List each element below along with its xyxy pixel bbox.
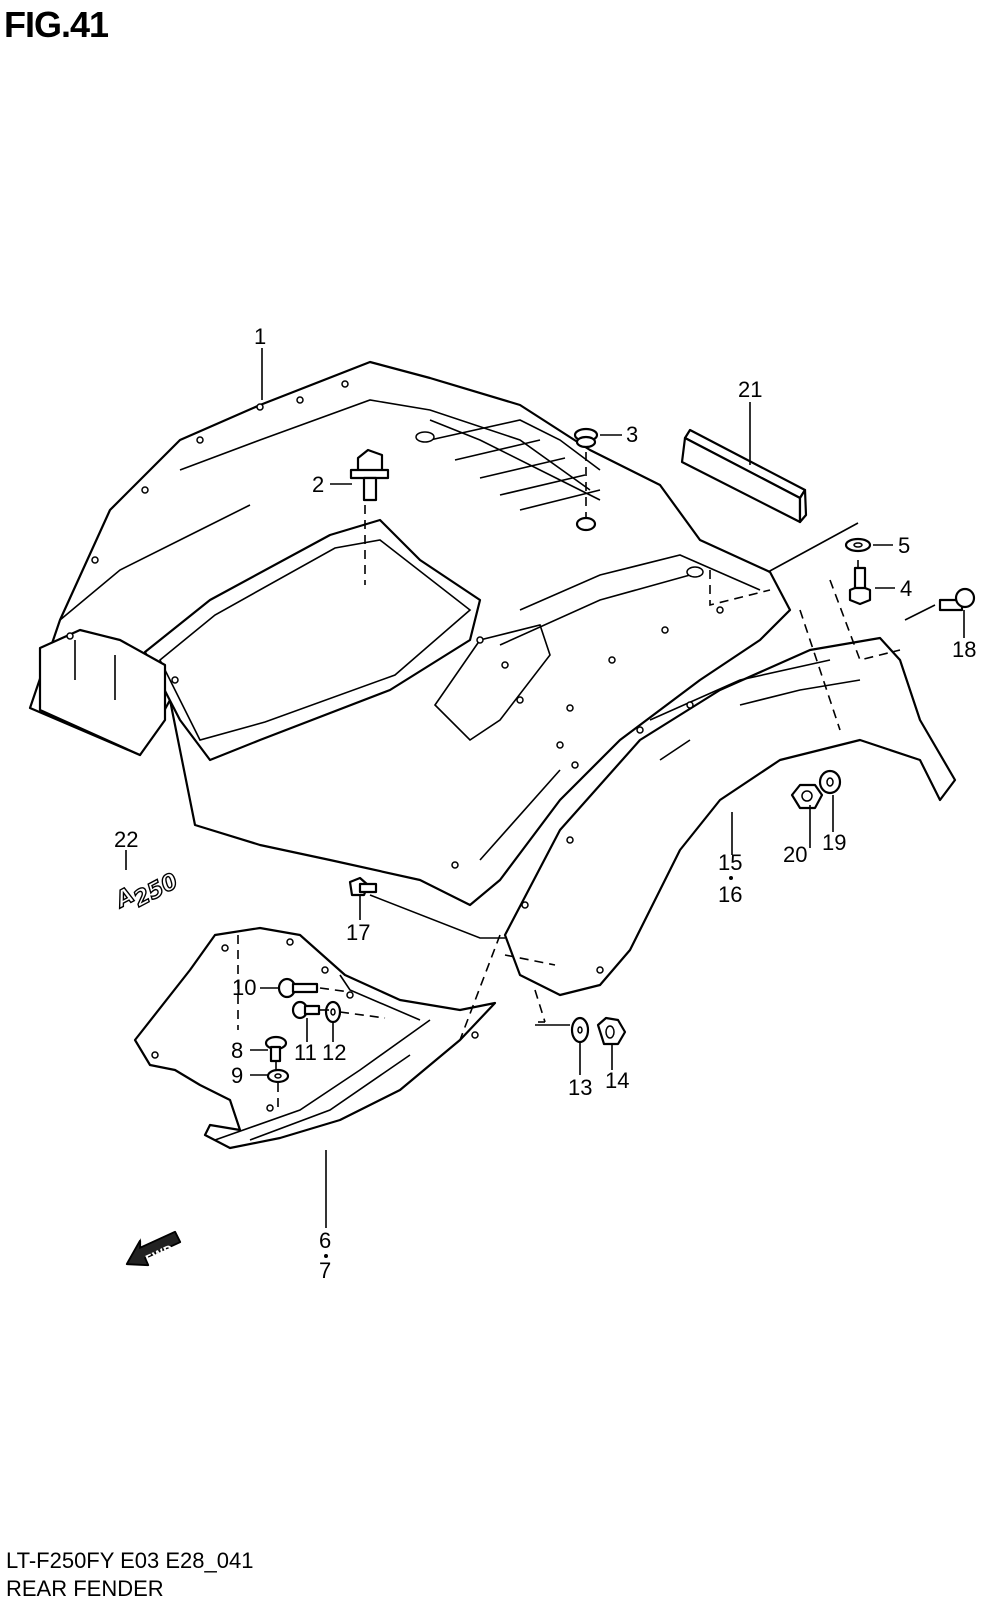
callout-13: 13 [568, 1075, 592, 1100]
leader-lines [125, 348, 965, 1228]
emblem-22: A 250 [110, 868, 183, 914]
pad [680, 428, 808, 524]
washer-9 [266, 1068, 290, 1084]
screw-10 [277, 977, 319, 999]
callout-1: 1 [254, 324, 266, 349]
callout-8: 8 [231, 1038, 243, 1063]
washer-19 [818, 769, 842, 795]
grommet-3-installed [575, 516, 597, 532]
callout-22: 22 [114, 827, 138, 852]
callout-20: 20 [783, 842, 807, 867]
nut-20 [790, 783, 824, 810]
footer-section-name: REAR FENDER [6, 1576, 164, 1601]
callout-labels: 1 2 3 4 5 6 7 8 9 10 11 12 13 14 15 16 1… [114, 324, 976, 1283]
washer-13 [570, 1016, 590, 1044]
callout-7: 7 [319, 1258, 331, 1283]
callout-15-16-separator [729, 876, 733, 880]
screw-11 [291, 1000, 321, 1020]
callout-17: 17 [346, 920, 370, 945]
nut-14 [596, 1016, 627, 1046]
callout-6: 6 [319, 1228, 331, 1253]
washer-12 [324, 1000, 342, 1024]
callout-2: 2 [312, 472, 324, 497]
callout-15: 15 [718, 850, 742, 875]
callout-21: 21 [738, 377, 762, 402]
fwd-arrow: FWD [125, 1230, 182, 1266]
callout-16: 16 [718, 882, 742, 907]
callout-19: 19 [822, 830, 846, 855]
callout-3: 3 [626, 422, 638, 447]
rear-fender-flap [503, 636, 957, 997]
callout-10: 10 [232, 975, 256, 1000]
callout-12: 12 [322, 1040, 346, 1065]
callout-9: 9 [231, 1063, 243, 1088]
assembly-lines [237, 452, 901, 1110]
bolt-18 [938, 587, 976, 612]
svg-text:250: 250 [130, 869, 182, 913]
callout-14: 14 [605, 1068, 629, 1093]
rear-fender-main [28, 360, 792, 907]
bolt-2 [349, 448, 390, 502]
footer-model-code: LT-F250FY E03 E28_041 [6, 1548, 254, 1573]
callout-4: 4 [900, 576, 912, 601]
bolt-4 [848, 566, 872, 606]
bolt-17 [348, 876, 378, 897]
callout-5: 5 [898, 533, 910, 558]
screw-8 [264, 1035, 288, 1063]
figure-title: FIG.41 [4, 4, 109, 45]
washer-5 [844, 537, 872, 553]
mud-guard [133, 926, 497, 1150]
callout-11: 11 [294, 1040, 317, 1065]
callout-6-7-separator [324, 1254, 328, 1258]
grommet-3 [573, 427, 599, 449]
callout-18: 18 [952, 637, 976, 662]
